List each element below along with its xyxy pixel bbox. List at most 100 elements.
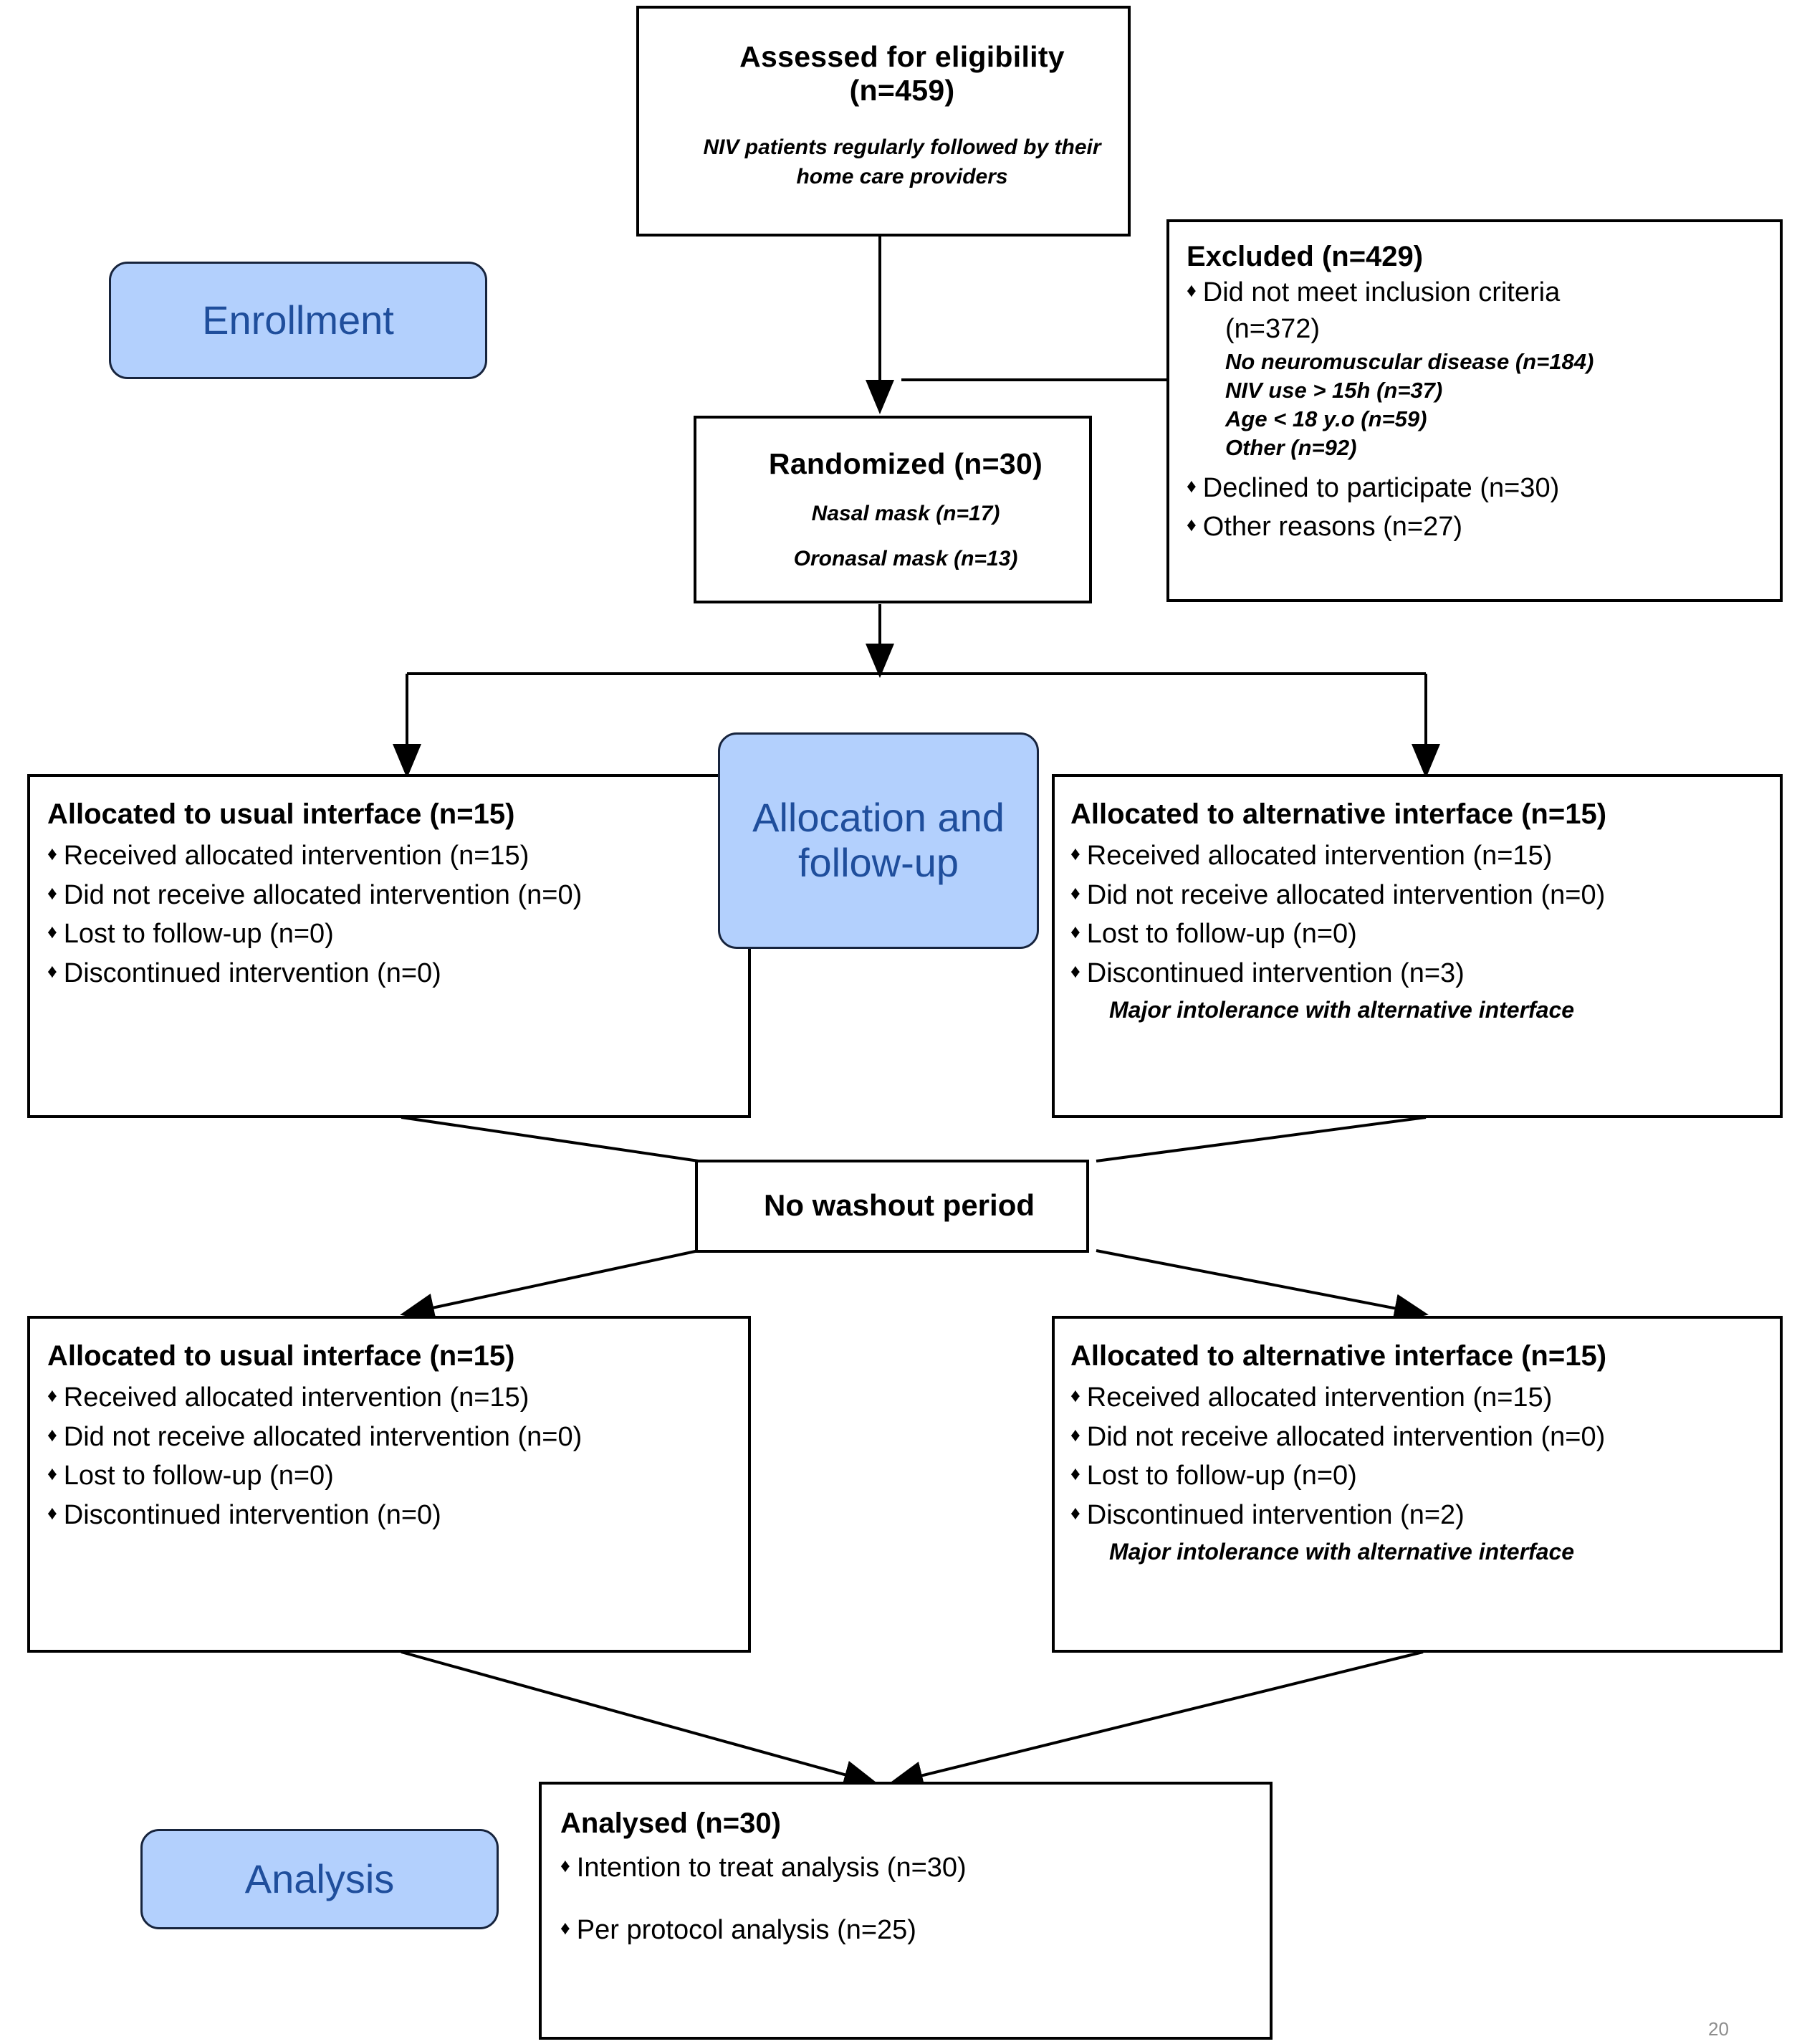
- period2-left-item: ♦ Received allocated intervention (n=15): [47, 1382, 765, 1413]
- analysed-item: ♦ Per protocol analysis (n=25): [560, 1915, 1288, 1946]
- excluded-item-label: Declined to participate (n=30): [1202, 472, 1560, 503]
- bullet-diamond-icon: ♦: [47, 843, 57, 864]
- stage-label-enrollment-text: Enrollment: [202, 297, 394, 343]
- period2-right-item-label: Did not receive allocated intervention (…: [1086, 1421, 1606, 1452]
- connector-p2right-to-analysed: [888, 1651, 1424, 1790]
- period1-left-item-label: Received allocated intervention (n=15): [63, 841, 529, 871]
- period1-left-item: ♦ Received allocated intervention (n=15): [47, 841, 765, 871]
- stage-label-analysis: Analysis: [140, 1829, 499, 1929]
- analysed-title: Analysed (n=30): [560, 1807, 781, 1839]
- page-number-text: 20: [1708, 2018, 1729, 2040]
- assessed-count: (n=459): [849, 74, 955, 107]
- excluded-item-label: Other reasons (n=27): [1202, 512, 1463, 543]
- period2-right-item: ♦ Discontinued intervention (n=2): [1070, 1500, 1796, 1531]
- period1-left-item: ♦ Did not receive allocated intervention…: [47, 880, 765, 911]
- excluded-item: ♦ Other reasons (n=27): [1187, 512, 1797, 543]
- period2-right-item: ♦ Lost to follow-up (n=0): [1070, 1461, 1796, 1491]
- assessed-title: Assessed for eligibility: [739, 40, 1065, 73]
- period2-left-item: ♦ Discontinued intervention (n=0): [47, 1500, 765, 1531]
- period2-left-item-label: Lost to follow-up (n=0): [63, 1461, 334, 1491]
- bullet-diamond-icon: ♦: [1070, 1501, 1080, 1524]
- assessed-note-line-2: home care providers: [796, 164, 1008, 188]
- excluded-title: Excluded (n=429): [1187, 241, 1424, 272]
- box-period1-usual-interface: Allocated to usual interface (n=15) ♦ Re…: [27, 774, 751, 1118]
- excluded-item-label: Did not meet inclusion criteria: [1202, 277, 1561, 307]
- bullet-diamond-icon: ♦: [47, 1423, 57, 1446]
- bullet-diamond-icon: ♦: [47, 882, 57, 904]
- bullet-diamond-icon: ♦: [1070, 1423, 1080, 1446]
- excluded-reason: Age < 18 y.o (n=59): [1225, 406, 1427, 432]
- excluded-reason: No neuromuscular disease (n=184): [1225, 348, 1594, 374]
- period2-left-title: Allocated to usual interface (n=15): [47, 1340, 515, 1372]
- box-no-washout-period: No washout period: [695, 1160, 1089, 1253]
- bullet-diamond-icon: ♦: [1070, 921, 1080, 943]
- analysed-item-label: Per protocol analysis (n=25): [576, 1914, 916, 1945]
- connector-washout-to-p2right: [1096, 1249, 1429, 1323]
- period2-right-item: ♦ Received allocated intervention (n=15): [1070, 1382, 1796, 1413]
- analysed-item: ♦ Intention to treat analysis (n=30): [560, 1853, 1288, 1883]
- period2-left-item-label: Did not receive allocated intervention (…: [63, 1421, 583, 1452]
- excluded-reason: Other (n=92): [1225, 435, 1357, 461]
- period1-left-item: ♦ Discontinued intervention (n=0): [47, 958, 765, 989]
- period2-left-item: ♦ Lost to follow-up (n=0): [47, 1461, 765, 1491]
- period1-right-title: Allocated to alternative interface (n=15…: [1070, 798, 1607, 830]
- excluded-reason: NIV use > 15h (n=37): [1225, 377, 1443, 403]
- bullet-diamond-icon: ♦: [1187, 474, 1197, 497]
- washout-title: No washout period: [764, 1188, 1035, 1222]
- excluded-item: ♦ Did not meet inclusion criteria: [1187, 277, 1797, 308]
- period1-left-item-label: Did not receive allocated intervention (…: [63, 879, 583, 910]
- connector-p2left-to-analysed: [401, 1651, 878, 1789]
- stage-label-allocation-text: Allocation and follow-up: [752, 795, 1005, 885]
- bullet-diamond-icon: ♦: [1187, 514, 1197, 536]
- period2-right-title: Allocated to alternative interface (n=15…: [1070, 1340, 1607, 1372]
- bullet-diamond-icon: ♦: [47, 1463, 57, 1485]
- bullet-diamond-icon: ♦: [560, 1916, 570, 1939]
- excluded-item: ♦ Declined to participate (n=30): [1187, 473, 1797, 504]
- box-excluded: Excluded (n=429) ♦ Did not meet inclusio…: [1166, 219, 1783, 602]
- bullet-diamond-icon: ♦: [560, 1855, 570, 1876]
- period2-right-item-label: Discontinued intervention (n=2): [1086, 1499, 1465, 1530]
- period1-right-note: Major intolerance with alternative inter…: [1109, 997, 1575, 1023]
- connector-washout-to-p2left: [400, 1249, 699, 1322]
- bullet-diamond-icon: ♦: [47, 960, 57, 982]
- period1-right-item: ♦ Lost to follow-up (n=0): [1070, 919, 1796, 950]
- period2-left-item-label: Received allocated intervention (n=15): [63, 1382, 529, 1413]
- period2-left-item: ♦ Did not receive allocated intervention…: [47, 1422, 765, 1453]
- period1-left-title: Allocated to usual interface (n=15): [47, 798, 515, 830]
- box-period2-usual-interface: Allocated to usual interface (n=15) ♦ Re…: [27, 1316, 751, 1653]
- box-assessed-for-eligibility: Assessed for eligibility (n=459) NIV pat…: [636, 6, 1131, 237]
- period2-right-item-label: Received allocated intervention (n=15): [1086, 1382, 1553, 1413]
- period2-right-item-label: Lost to follow-up (n=0): [1086, 1461, 1357, 1491]
- stage-label-analysis-text: Analysis: [244, 1856, 395, 1901]
- bullet-diamond-icon: ♦: [1070, 1463, 1080, 1485]
- period2-right-item: ♦ Did not receive allocated intervention…: [1070, 1422, 1796, 1453]
- period1-left-item-label: Lost to follow-up (n=0): [63, 919, 334, 950]
- period1-right-item: ♦ Received allocated intervention (n=15): [1070, 841, 1796, 871]
- stage-label-enrollment: Enrollment: [109, 262, 487, 379]
- box-randomized: Randomized (n=30) Nasal mask (n=17) Oron…: [694, 416, 1092, 603]
- bullet-diamond-icon: ♦: [1070, 1385, 1080, 1406]
- bullet-diamond-icon: ♦: [47, 921, 57, 943]
- randomized-title: Randomized (n=30): [768, 447, 1043, 480]
- randomized-note-1: Nasal mask (n=17): [811, 502, 1000, 525]
- box-period2-alternative-interface: Allocated to alternative interface (n=15…: [1052, 1316, 1783, 1653]
- bullet-diamond-icon: ♦: [47, 1385, 57, 1406]
- excluded-item-count: (n=372): [1225, 313, 1321, 344]
- box-period1-alternative-interface: Allocated to alternative interface (n=15…: [1052, 774, 1783, 1118]
- period1-right-item-label: Did not receive allocated intervention (…: [1086, 879, 1606, 910]
- bullet-diamond-icon: ♦: [1187, 280, 1197, 301]
- period1-right-item-label: Discontinued intervention (n=3): [1086, 957, 1465, 988]
- period1-right-item-label: Lost to follow-up (n=0): [1086, 919, 1357, 950]
- period1-right-item: ♦ Did not receive allocated intervention…: [1070, 880, 1796, 911]
- bullet-diamond-icon: ♦: [47, 1501, 57, 1524]
- period2-left-item-label: Discontinued intervention (n=0): [63, 1499, 441, 1530]
- period2-right-note: Major intolerance with alternative inter…: [1109, 1539, 1575, 1565]
- bullet-diamond-icon: ♦: [1070, 882, 1080, 904]
- randomized-note-2: Oronasal mask (n=13): [793, 546, 1018, 570]
- box-analysed: Analysed (n=30) ♦ Intention to treat ana…: [539, 1782, 1273, 2040]
- assessed-note-line-1: NIV patients regularly followed by their: [703, 135, 1101, 159]
- period1-right-item-label: Received allocated intervention (n=15): [1086, 841, 1553, 871]
- period1-left-item: ♦ Lost to follow-up (n=0): [47, 919, 765, 950]
- analysed-item-label: Intention to treat analysis (n=30): [576, 1853, 967, 1883]
